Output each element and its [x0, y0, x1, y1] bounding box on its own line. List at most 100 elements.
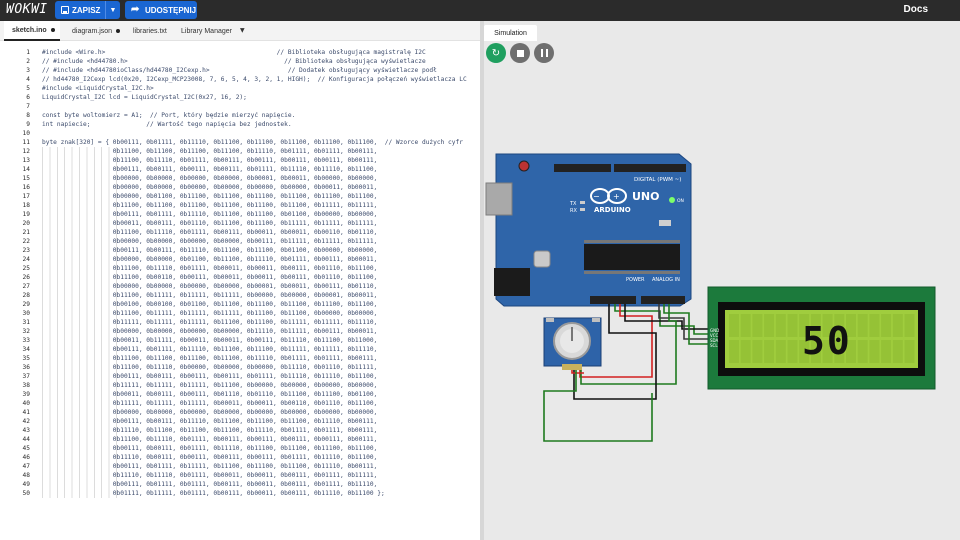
code-line[interactable]: 16 0b00000, 0b00000, 0b00000, 0b00000, 0… [0, 183, 478, 192]
code-line[interactable]: 40 0b11111, 0b11111, 0b11111, 0b00011, 0… [0, 399, 478, 408]
code-line[interactable]: 1#include <Wire.h> // Biblioteka obsługu… [0, 48, 478, 57]
line-number: 9 [26, 121, 30, 128]
code-line[interactable]: 43 0b11110, 0b11100, 0b11100, 0b11100, 0… [0, 426, 478, 435]
code-text: // hd44780_I2Cexp lcd(0x20, I2Cexp_MCP23… [42, 76, 467, 83]
code-line[interactable]: 26 0b11100, 0b00110, 0b00111, 0b00011, 0… [0, 273, 478, 282]
code-text: 0b00111, 0b01111, 0b11110, 0b11100, 0b11… [42, 346, 378, 353]
code-line[interactable]: 48 0b11110, 0b11110, 0b01111, 0b00011, 0… [0, 471, 478, 480]
wires[interactable] [543, 304, 708, 442]
line-number: 20 [22, 220, 30, 227]
code-line[interactable]: 3// #include <hd44780ioClass/hd44780_I2C… [0, 66, 478, 75]
code-line[interactable]: 41 0b00000, 0b00000, 0b00000, 0b00000, 0… [0, 408, 478, 417]
pause-simulation-button[interactable] [534, 43, 554, 63]
lcd-display-16x2[interactable]: 50 GND VCC SDA SCL [707, 286, 936, 390]
code-line[interactable]: 7 [0, 102, 478, 111]
code-text: 0b11100, 0b11111, 0b11111, 0b11111, 0b00… [42, 292, 378, 299]
code-line[interactable]: 34 0b00111, 0b01111, 0b11110, 0b11100, 0… [0, 345, 478, 354]
tab-library-manager[interactable]: Library Manager [176, 21, 236, 41]
code-line[interactable]: 50 0b01111, 0b11111, 0b01111, 0b00111, 0… [0, 489, 478, 498]
line-number: 46 [22, 454, 30, 461]
indent-guides [42, 318, 117, 327]
tab-sketch-ino[interactable]: sketch.ino [4, 21, 60, 41]
code-line[interactable]: 38 0b11111, 0b11111, 0b11111, 0b11100, 0… [0, 381, 478, 390]
code-line[interactable]: 25 0b11100, 0b11110, 0b01111, 0b00011, 0… [0, 264, 478, 273]
reset-button[interactable] [518, 160, 530, 172]
lcd-cell [775, 314, 786, 337]
code-text: 0b11100, 0b11100, 0b11100, 0b11100, 0b11… [42, 355, 378, 362]
stop-simulation-button[interactable] [510, 43, 530, 63]
code-text: 0b00111, 0b00111, 0b11110, 0b11100, 0b11… [42, 418, 378, 425]
svg-text:VCC: VCC [710, 333, 719, 338]
save-dropdown-chevron-icon[interactable]: ▼ [105, 1, 120, 19]
tabs-more-chevron-icon[interactable]: ▼ [240, 27, 245, 34]
potentiometer[interactable] [543, 317, 602, 370]
code-line[interactable]: 17 0b00000, 0b01100, 0b11100, 0b11100, 0… [0, 192, 478, 201]
docs-link[interactable]: Docs [903, 4, 928, 15]
indent-guides [42, 219, 117, 228]
code-line[interactable]: 33 0b00011, 0b11111, 0b00011, 0b00011, 0… [0, 336, 478, 345]
code-line[interactable]: 19 0b00111, 0b01111, 0b11110, 0b11100, 0… [0, 210, 478, 219]
code-line[interactable]: 2// #include <hd44780.h> // Biblioteka o… [0, 57, 478, 66]
code-line[interactable]: 42 0b00111, 0b00111, 0b11110, 0b11100, 0… [0, 417, 478, 426]
code-line[interactable]: 44 0b11100, 0b11110, 0b01111, 0b00111, 0… [0, 435, 478, 444]
line-number: 37 [22, 373, 30, 380]
editor-tabs: sketch.ino diagram.json libraries.txt Li… [0, 21, 480, 41]
code-line[interactable]: 14 0b00111, 0b00111, 0b00111, 0b00111, 0… [0, 165, 478, 174]
code-line[interactable]: 10 [0, 129, 478, 138]
code-line[interactable]: 27 0b00000, 0b00000, 0b00000, 0b00000, 0… [0, 282, 478, 291]
circuit-canvas[interactable]: DIGITAL (PWM ~) − + UNO ARDUINO TX RX ON [484, 21, 960, 540]
tab-diagram-json[interactable]: diagram.json [66, 21, 126, 41]
tab-libraries-txt[interactable]: libraries.txt [128, 21, 174, 41]
code-area[interactable]: 1#include <Wire.h> // Biblioteka obsługu… [0, 48, 478, 540]
code-line[interactable]: 31 0b11111, 0b11111, 0b11111, 0b11100, 0… [0, 318, 478, 327]
code-line[interactable]: 12 0b11100, 0b11100, 0b11100, 0b11100, 0… [0, 147, 478, 156]
code-line[interactable]: 35 0b11100, 0b11100, 0b11100, 0b11100, 0… [0, 354, 478, 363]
code-text: 0b00000, 0b00000, 0b01100, 0b11100, 0b11… [42, 256, 378, 263]
lcd-cell [740, 314, 751, 337]
share-button[interactable]: ➦ UDOSTĘPNIJ [125, 1, 197, 19]
code-line[interactable]: 47 0b00111, 0b01111, 0b11111, 0b11100, 0… [0, 462, 478, 471]
code-line[interactable]: 32 0b00000, 0b00000, 0b00000, 0b00000, 0… [0, 327, 478, 336]
code-line[interactable]: 36 0b11100, 0b11110, 0b00000, 0b00000, 0… [0, 363, 478, 372]
code-line[interactable]: 23 0b00111, 0b00111, 0b11110, 0b11100, 0… [0, 246, 478, 255]
line-number: 50 [22, 490, 30, 497]
code-line[interactable]: 22 0b00000, 0b00000, 0b00000, 0b00000, 0… [0, 237, 478, 246]
lcd-cell [892, 340, 903, 363]
code-line[interactable]: 37 0b00111, 0b00111, 0b00111, 0b00111, 0… [0, 372, 478, 381]
code-line[interactable]: 28 0b11100, 0b11111, 0b11111, 0b11111, 0… [0, 291, 478, 300]
code-line[interactable]: 20 0b00011, 0b00111, 0b01110, 0b11100, 0… [0, 219, 478, 228]
save-button-label: ZAPISZ [72, 5, 101, 15]
line-number: 12 [22, 148, 30, 155]
restart-simulation-button[interactable]: ↻ [486, 43, 506, 63]
panel-splitter[interactable] [480, 21, 484, 540]
code-line[interactable]: 30 0b11100, 0b11111, 0b11111, 0b11111, 0… [0, 309, 478, 318]
lcd-i2c-pins: GND VCC SDA SCL [710, 328, 719, 348]
code-line[interactable]: 24 0b00000, 0b00000, 0b01100, 0b11100, 0… [0, 255, 478, 264]
code-line[interactable]: 46 0b11110, 0b00111, 0b00111, 0b00111, 0… [0, 453, 478, 462]
line-number: 11 [22, 139, 30, 146]
wokwi-logo[interactable]: WOKWI [6, 2, 48, 17]
code-line[interactable]: 29 0b00100, 0b00100, 0b01100, 0b11100, 0… [0, 300, 478, 309]
tab-simulation[interactable]: Simulation [484, 25, 537, 41]
power-jack [494, 268, 530, 296]
code-line[interactable]: 21 0b11100, 0b11110, 0b01111, 0b00111, 0… [0, 228, 478, 237]
code-line[interactable]: 5#include <LiquidCrystal_I2C.h> [0, 84, 478, 93]
save-button[interactable]: ZAPISZ ▼ [55, 1, 120, 19]
code-line[interactable]: 39 0b00011, 0b00111, 0b00111, 0b01110, 0… [0, 390, 478, 399]
code-text: 0b11111, 0b11111, 0b11111, 0b11100, 0b00… [42, 382, 378, 389]
code-text: LiquidCrystal_I2C lcd = LiquidCrystal_I2… [42, 94, 247, 101]
code-line[interactable]: 13 0b11100, 0b11110, 0b01111, 0b00111, 0… [0, 156, 478, 165]
code-line[interactable]: 4// hd44780_I2Cexp lcd(0x20, I2Cexp_MCP2… [0, 75, 478, 84]
code-text: 0b00011, 0b00111, 0b01110, 0b11100, 0b11… [42, 220, 378, 227]
code-line[interactable]: 49 0b00111, 0b01111, 0b01111, 0b00111, 0… [0, 480, 478, 489]
code-line[interactable]: 45 0b00111, 0b00111, 0b01111, 0b11110, 0… [0, 444, 478, 453]
code-line[interactable]: 15 0b00000, 0b00000, 0b00000, 0b00000, 0… [0, 174, 478, 183]
line-number: 10 [22, 130, 30, 137]
code-line[interactable]: 18 0b11100, 0b11100, 0b11100, 0b11100, 0… [0, 201, 478, 210]
arduino-uno-board[interactable]: DIGITAL (PWM ~) − + UNO ARDUINO TX RX ON [485, 153, 692, 307]
code-text: 0b00100, 0b00100, 0b01100, 0b11100, 0b11… [42, 301, 378, 308]
